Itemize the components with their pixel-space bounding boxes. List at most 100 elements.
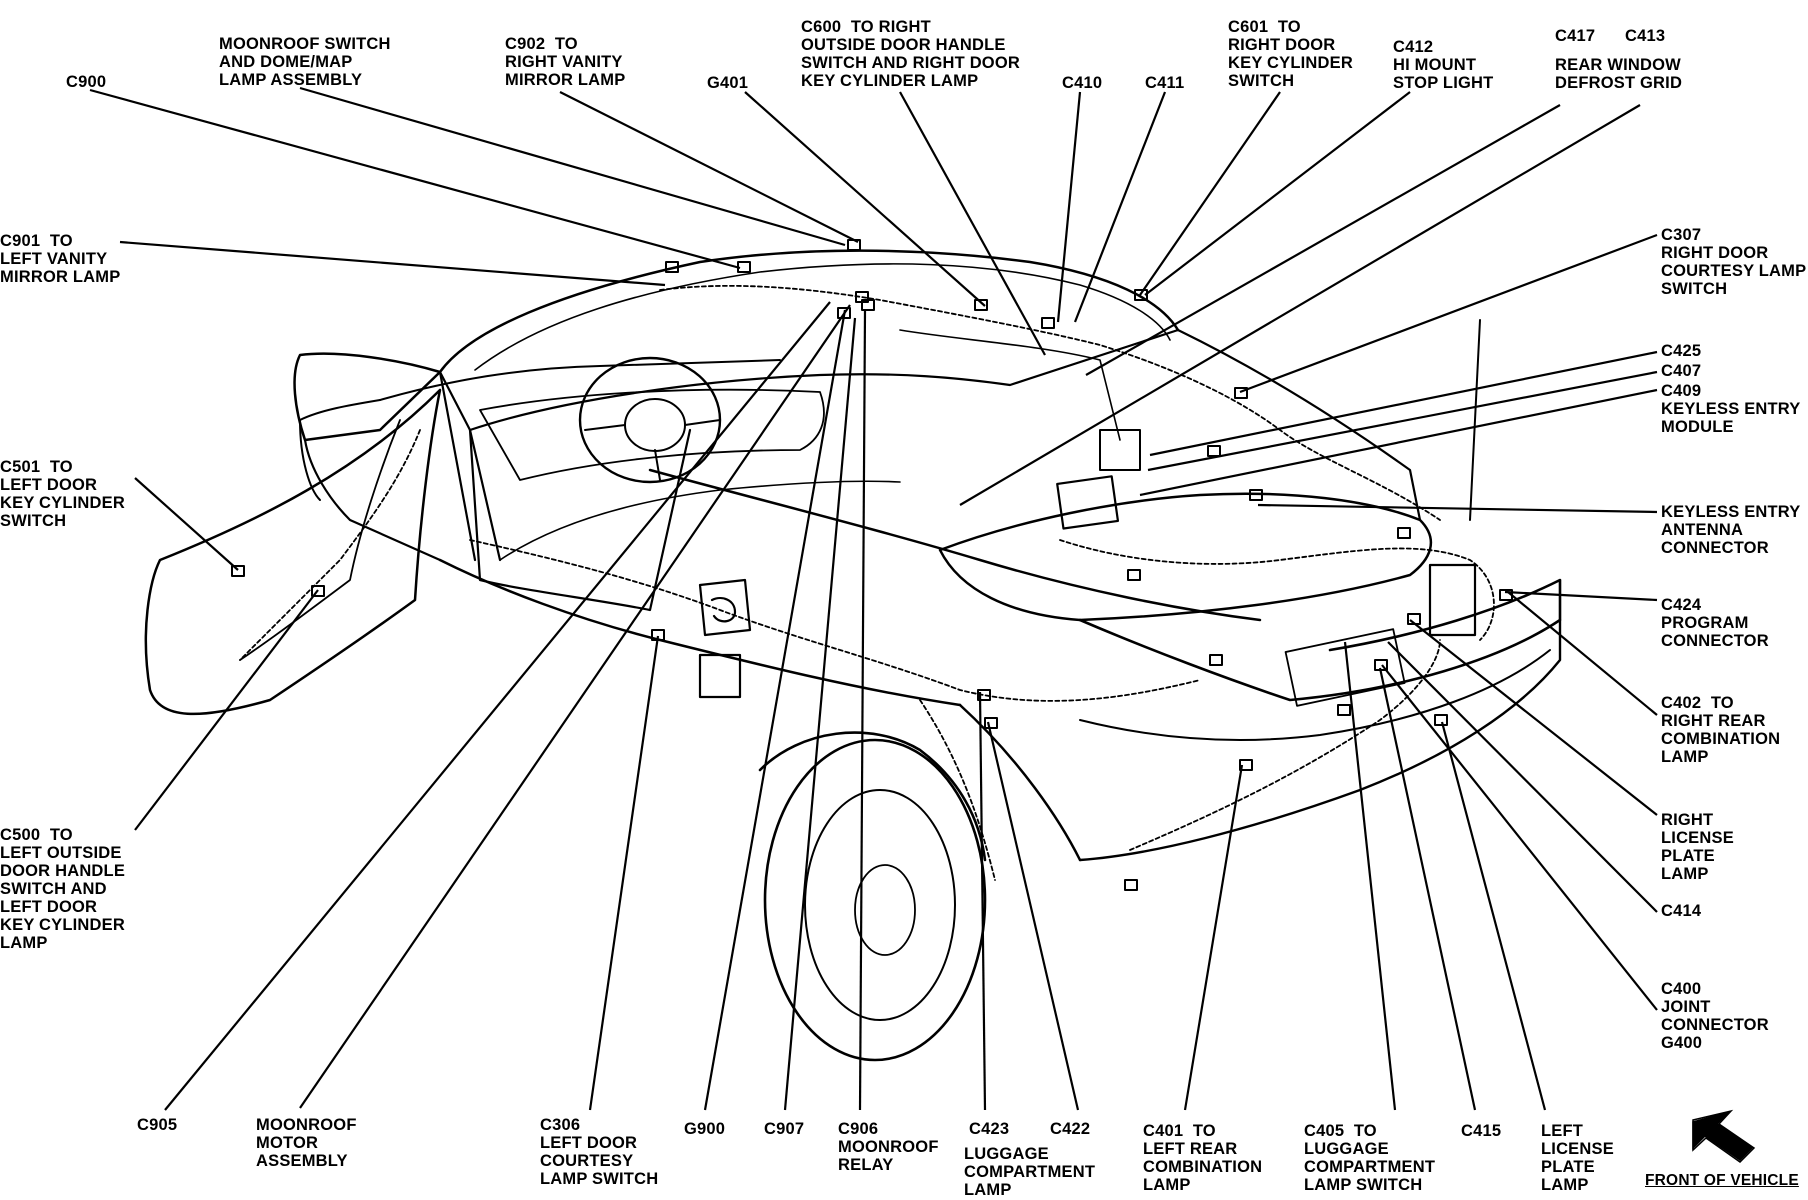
label-c413: C413 bbox=[1625, 27, 1666, 45]
label-c500: C500 TO LEFT OUTSIDE DOOR HANDLE SWITCH … bbox=[0, 826, 126, 952]
module-bracket bbox=[1099, 429, 1141, 471]
label-rear-window: REAR WINDOW DEFROST GRID bbox=[1555, 56, 1683, 92]
leader-c412 bbox=[1144, 91, 1411, 296]
a-pillar bbox=[438, 370, 502, 562]
leader-moonroof-motor bbox=[299, 304, 851, 1109]
leader-c306 bbox=[588, 635, 660, 1111]
label-c900: C900 bbox=[66, 73, 107, 91]
label-moonroof-switch: MOONROOF SWITCH AND DOME/MAP LAMP ASSEMB… bbox=[219, 35, 391, 89]
harness-trunk bbox=[1059, 539, 1495, 641]
roof-outline bbox=[438, 249, 1180, 374]
rear-fascia bbox=[1079, 649, 1551, 741]
rear-bumper bbox=[1078, 578, 1562, 702]
leader-c409 bbox=[1139, 388, 1658, 497]
trunk-lid bbox=[938, 492, 1432, 622]
label-c411: C411 bbox=[1145, 74, 1185, 92]
harness-door bbox=[239, 429, 421, 661]
front-fender bbox=[303, 438, 442, 562]
label-c907: C907 bbox=[764, 1120, 805, 1138]
leader-moonroof-switch bbox=[299, 86, 846, 247]
leader-c905 bbox=[164, 301, 831, 1111]
leader-c900 bbox=[89, 88, 741, 270]
leader-c901 bbox=[119, 240, 666, 287]
windshield-frame bbox=[438, 328, 1180, 432]
leader-c411 bbox=[1073, 91, 1167, 323]
harness-bumper bbox=[1129, 639, 1441, 851]
leader-c415 bbox=[1378, 667, 1477, 1111]
leader-c402 bbox=[1507, 591, 1658, 716]
cabin-floor bbox=[499, 480, 901, 561]
label-keyless-antenna: KEYLESS ENTRY ANTENNA CONNECTOR bbox=[1661, 503, 1801, 557]
harness-roof bbox=[659, 284, 1441, 521]
body-side-upper bbox=[648, 468, 1262, 622]
label-g900: G900 bbox=[684, 1120, 726, 1138]
keyless-entry-module bbox=[1056, 475, 1120, 530]
side-window-line bbox=[379, 359, 781, 401]
label-c422: C422 bbox=[1050, 1120, 1091, 1138]
rear-wheel-arch bbox=[758, 731, 987, 862]
leader-c417 bbox=[1085, 104, 1561, 376]
label-c906: C906 MOONROOF RELAY bbox=[838, 1120, 939, 1174]
label-c423: C423 bbox=[969, 1120, 1010, 1138]
leader-c407 bbox=[1147, 370, 1658, 472]
leader-c422 bbox=[986, 721, 1080, 1111]
label-c400: C400 JOINT CONNECTOR G400 bbox=[1661, 980, 1769, 1052]
label-c601: C601 TO RIGHT DOOR KEY CYLINDER SWITCH bbox=[1228, 18, 1353, 90]
leader-c423 bbox=[978, 691, 987, 1111]
leader-c424 bbox=[1504, 590, 1658, 602]
leader-g401 bbox=[744, 91, 986, 307]
label-c402: C402 TO RIGHT REAR COMBINATION LAMP bbox=[1661, 694, 1781, 766]
roof-inner-edge bbox=[474, 263, 1171, 371]
leader-c600 bbox=[899, 91, 1046, 356]
label-c307: C307 RIGHT DOOR COURTESY LAMP SWITCH bbox=[1661, 226, 1807, 298]
steering-spokes bbox=[584, 419, 721, 481]
relay-box bbox=[698, 653, 742, 699]
label-c306: C306 LEFT DOOR COURTESY LAMP SWITCH bbox=[540, 1116, 659, 1188]
harness-floor bbox=[469, 539, 1201, 702]
leader-c414 bbox=[1387, 641, 1658, 913]
left-door-panel bbox=[144, 388, 442, 716]
label-c425: C425 bbox=[1661, 342, 1702, 360]
label-c412: C412 HI MOUNT STOP LIGHT bbox=[1393, 38, 1494, 92]
rear-tire bbox=[763, 738, 987, 1062]
label-c424: C424 PROGRAM CONNECTOR bbox=[1661, 596, 1769, 650]
label-left-license: LEFT LICENSE PLATE LAMP bbox=[1541, 1122, 1614, 1194]
speaker-housing bbox=[698, 578, 752, 637]
leader-c500 bbox=[134, 589, 319, 831]
label-c600: C600 TO RIGHT OUTSIDE DOOR HANDLE SWITCH… bbox=[801, 18, 1020, 90]
antenna bbox=[1469, 319, 1481, 521]
leader-g900 bbox=[703, 309, 847, 1111]
leader-c902 bbox=[559, 91, 859, 243]
label-c410: C410 bbox=[1062, 74, 1103, 92]
leader-c601 bbox=[1139, 91, 1281, 296]
trunk-module bbox=[1428, 563, 1477, 637]
rear-wheel-hub bbox=[854, 864, 916, 956]
label-c409: C409 KEYLESS ENTRY MODULE bbox=[1661, 382, 1801, 436]
leader-c425 bbox=[1149, 350, 1658, 457]
dashboard bbox=[479, 388, 825, 481]
label-c501: C501 TO LEFT DOOR KEY CYLINDER SWITCH bbox=[0, 458, 125, 530]
front-of-vehicle-arrow bbox=[1692, 1110, 1754, 1161]
label-c407: C407 bbox=[1661, 362, 1702, 380]
label-c415: C415 bbox=[1461, 1122, 1502, 1140]
label-c417: C417 bbox=[1555, 27, 1596, 45]
label-front-of-vehicle: FRONT OF VEHICLE bbox=[1645, 1172, 1799, 1189]
leader-c501 bbox=[134, 477, 239, 571]
leader-left-license bbox=[1440, 721, 1547, 1111]
leader-c400 bbox=[1381, 664, 1658, 1011]
label-c901: C901 TO LEFT VANITY MIRROR LAMP bbox=[0, 232, 121, 286]
leader-c410 bbox=[1056, 91, 1082, 323]
front-of-vehicle-arrow-outline bbox=[1692, 1109, 1756, 1163]
label-c902: C902 TO RIGHT VANITY MIRROR LAMP bbox=[505, 35, 626, 89]
right-door-far bbox=[899, 329, 1121, 441]
leader-rear-window bbox=[959, 104, 1641, 506]
leader-c907 bbox=[783, 317, 857, 1111]
harness-luggage bbox=[919, 699, 996, 881]
leader-keyless-antenna bbox=[1257, 503, 1658, 514]
left-door-window-frame bbox=[299, 399, 381, 501]
label-c401: C401 TO LEFT REAR COMBINATION LAMP bbox=[1143, 1122, 1263, 1194]
leader-c401 bbox=[1183, 764, 1244, 1111]
left-door-inner bbox=[239, 419, 401, 661]
